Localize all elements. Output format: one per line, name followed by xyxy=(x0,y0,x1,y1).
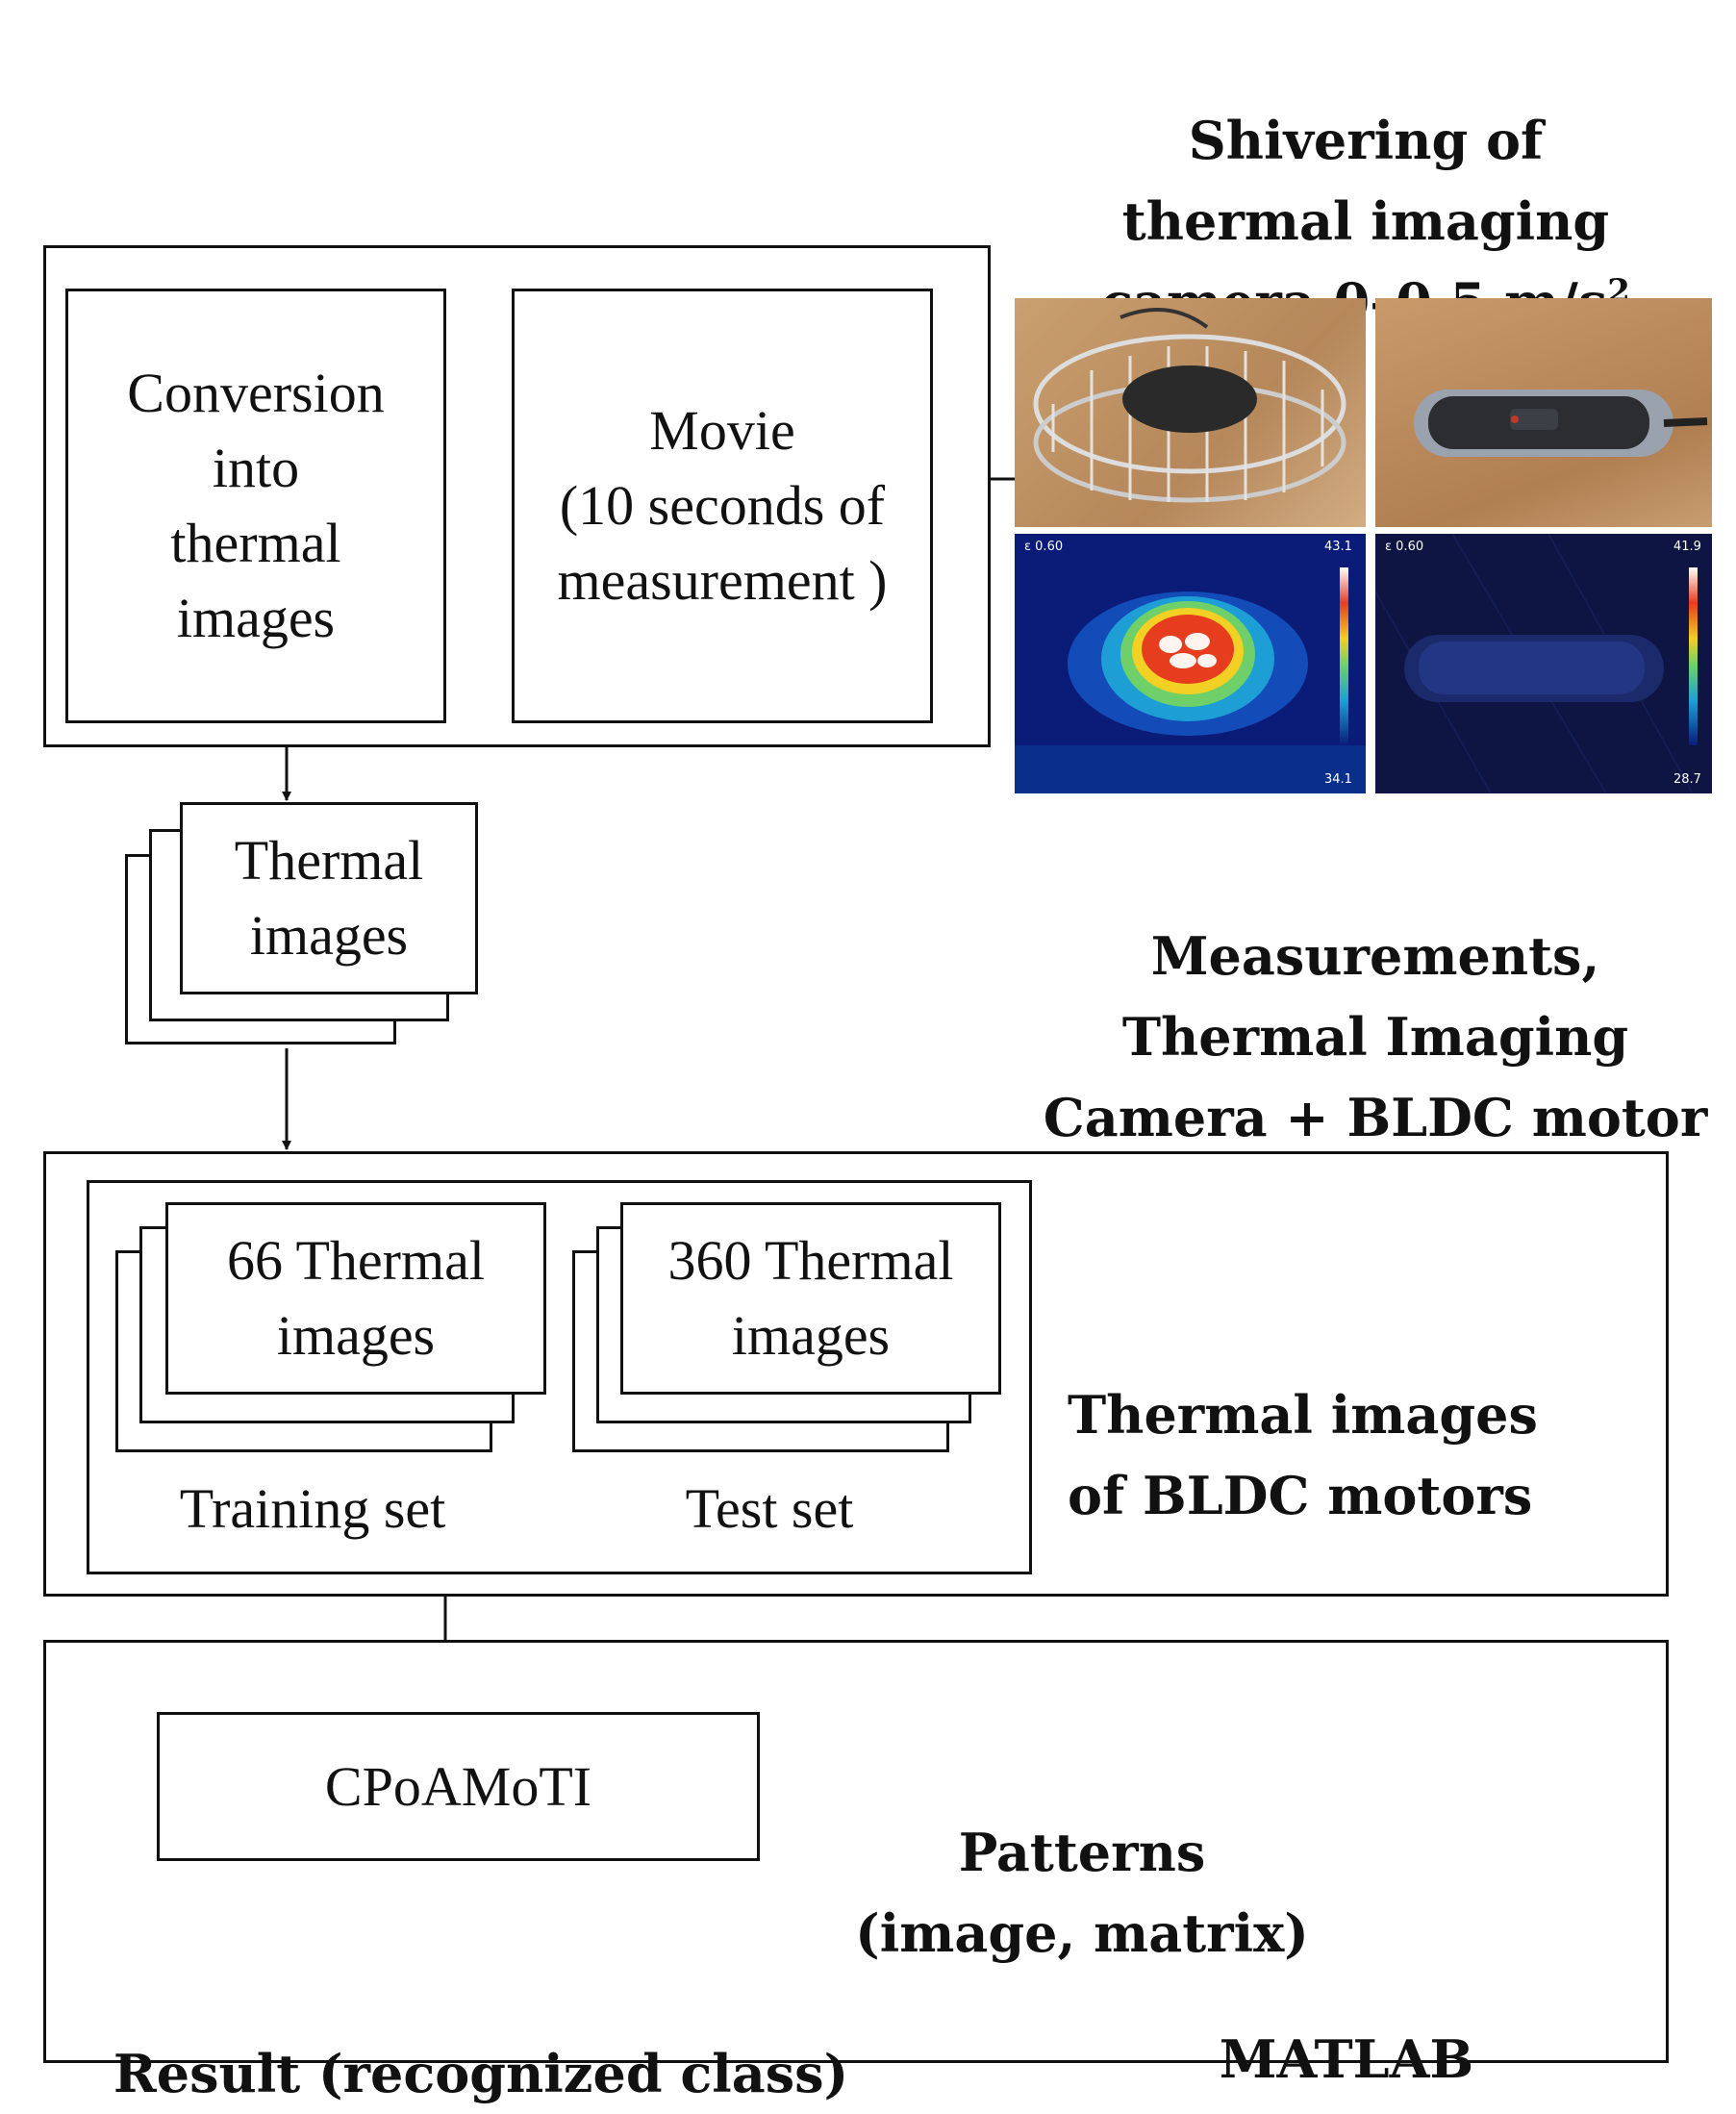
trimmer-thermal-image: ε 0.60 41.9 28.7 xyxy=(1375,534,1712,793)
conversion-box: Conversion into thermal images xyxy=(65,289,446,723)
patterns-caption: Patterns (image, matrix) xyxy=(851,1731,1313,1974)
thermal-images-stack: Thermal images xyxy=(180,802,478,994)
fan-thermal-image: ε 0.60 43.1 34.1 xyxy=(1015,534,1366,793)
trimmer-photo xyxy=(1375,298,1712,527)
test-set-label: Test set xyxy=(685,1477,854,1540)
training-stack: 66 Thermal images xyxy=(165,1202,546,1395)
fan-max-temp: 43.1 xyxy=(1324,540,1352,554)
fan-min-temp: 34.1 xyxy=(1324,772,1352,787)
result-caption: Result (recognized class) xyxy=(106,1952,856,2114)
training-stack-label: 66 Thermal images xyxy=(227,1229,485,1367)
measurements-text: Measurements, Thermal Imaging Camera + B… xyxy=(1043,925,1708,1148)
trimmer-illustration xyxy=(1414,390,1708,457)
trimmer-min-temp: 28.7 xyxy=(1673,772,1701,787)
trimmer-emissivity: ε 0.60 xyxy=(1385,540,1424,554)
matlab-caption: MATLAB xyxy=(1154,1938,1539,2100)
fan-thermal-map xyxy=(1015,534,1366,793)
datasets-caption-text: Thermal images of BLDC motors xyxy=(1068,1384,1538,1526)
trimmer-max-temp: 41.9 xyxy=(1673,540,1701,554)
patterns-text: Patterns (image, matrix) xyxy=(855,1822,1309,1964)
fan-illustration xyxy=(1033,308,1346,503)
thermal-images-label: Thermal images xyxy=(234,829,424,967)
training-set-label: Training set xyxy=(179,1477,446,1540)
conversion-label: Conversion into thermal images xyxy=(127,362,385,649)
shivering-caption: Shivering of thermal imaging camera 0–0.… xyxy=(1068,19,1664,342)
trimmer-thermal-scale xyxy=(1689,567,1698,745)
fan-photo xyxy=(1015,298,1366,527)
movie-box: Movie (10 seconds of measurement ) xyxy=(512,289,933,723)
test-stack: 360 Thermal images xyxy=(620,1202,1001,1395)
fan-emissivity: ε 0.60 xyxy=(1024,540,1064,554)
result-text: Result (recognized class) xyxy=(113,2043,849,2104)
test-stack-label: 360 Thermal images xyxy=(667,1229,954,1367)
matlab-text: MATLAB xyxy=(1219,2028,1474,2090)
method-box: CPoAMoTI xyxy=(157,1712,760,1861)
movie-label: Movie (10 seconds of measurement ) xyxy=(557,399,888,612)
trimmer-thermal-map xyxy=(1375,534,1712,793)
measurements-caption: Measurements, Thermal Imaging Camera + B… xyxy=(1029,835,1722,1158)
fan-thermal-scale xyxy=(1340,567,1348,745)
method-label: CPoAMoTI xyxy=(324,1754,592,1818)
datasets-caption: Thermal images of BLDC motors xyxy=(1068,1294,1606,1536)
